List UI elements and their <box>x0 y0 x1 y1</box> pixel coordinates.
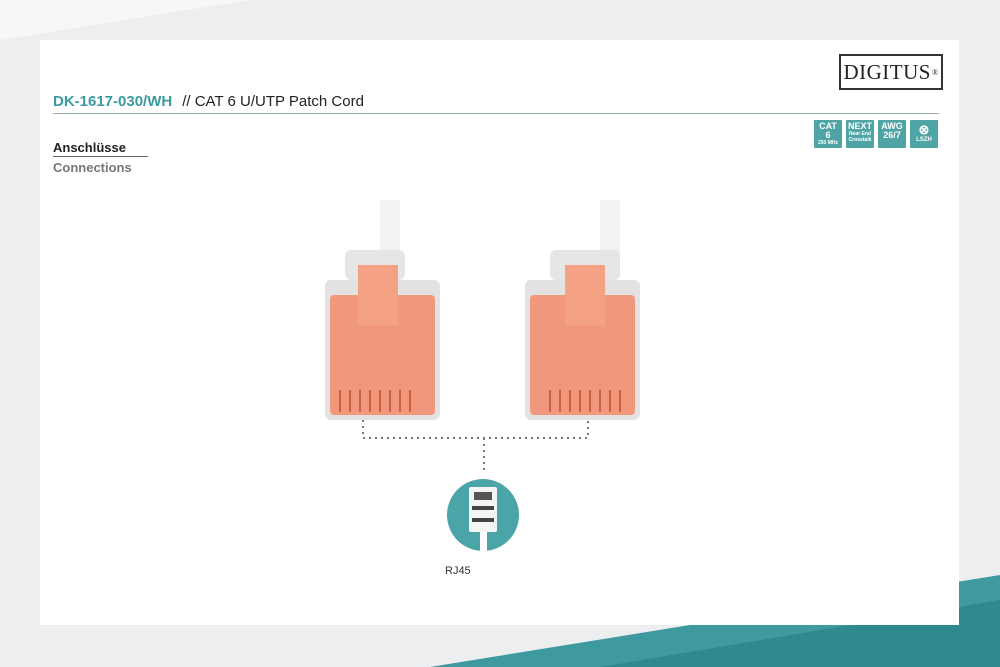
connector-illustration <box>325 200 640 551</box>
rj45-plug-icon <box>447 479 519 551</box>
no-halogen-icon: ⊗ <box>918 122 930 137</box>
section-title-en: Connections <box>53 160 132 175</box>
product-code: DK-1617-030/WH <box>53 93 173 110</box>
product-title: DK-1617-030/WH // CAT 6 U/UTP Patch Cord <box>53 93 364 110</box>
section-title-de: Anschlüsse <box>53 140 148 157</box>
rj45-plug-right <box>525 200 640 420</box>
product-card: DIGITUS® DK-1617-030/WH // CAT 6 U/UTP Pa… <box>40 40 959 625</box>
rj45-label: RJ45 <box>445 565 471 577</box>
divider <box>53 113 939 114</box>
digitus-logo: DIGITUS® <box>839 54 943 90</box>
dotted-connector-line <box>362 420 589 470</box>
product-subtitle: // CAT 6 U/UTP Patch Cord <box>182 93 364 110</box>
lszh-badge: ⊗LSZH <box>910 120 938 148</box>
rj45-plug-left <box>325 200 440 420</box>
